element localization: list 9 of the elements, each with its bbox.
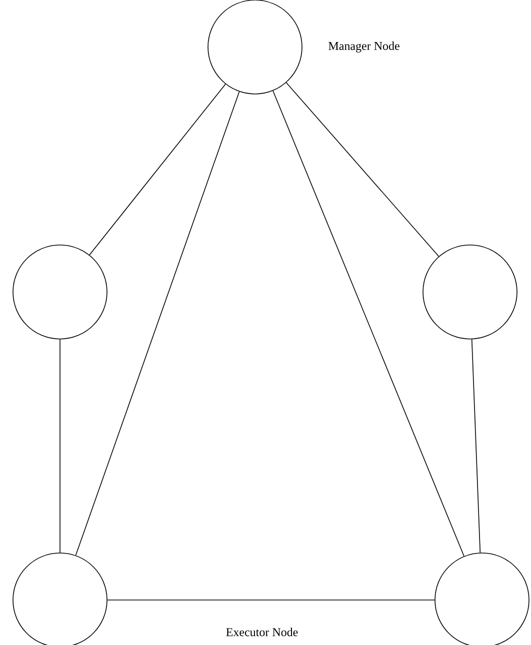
- connector-line: [471, 338, 481, 554]
- diagram-label: Executor Node: [226, 628, 298, 636]
- connector-line: [272, 90, 464, 557]
- node-caption: Manager Node: [328, 42, 400, 52]
- connector-line: [75, 91, 240, 556]
- circle-node: [422, 244, 518, 340]
- connector-line: [89, 84, 226, 256]
- connector-line: [286, 82, 440, 257]
- circle-node: [12, 244, 108, 340]
